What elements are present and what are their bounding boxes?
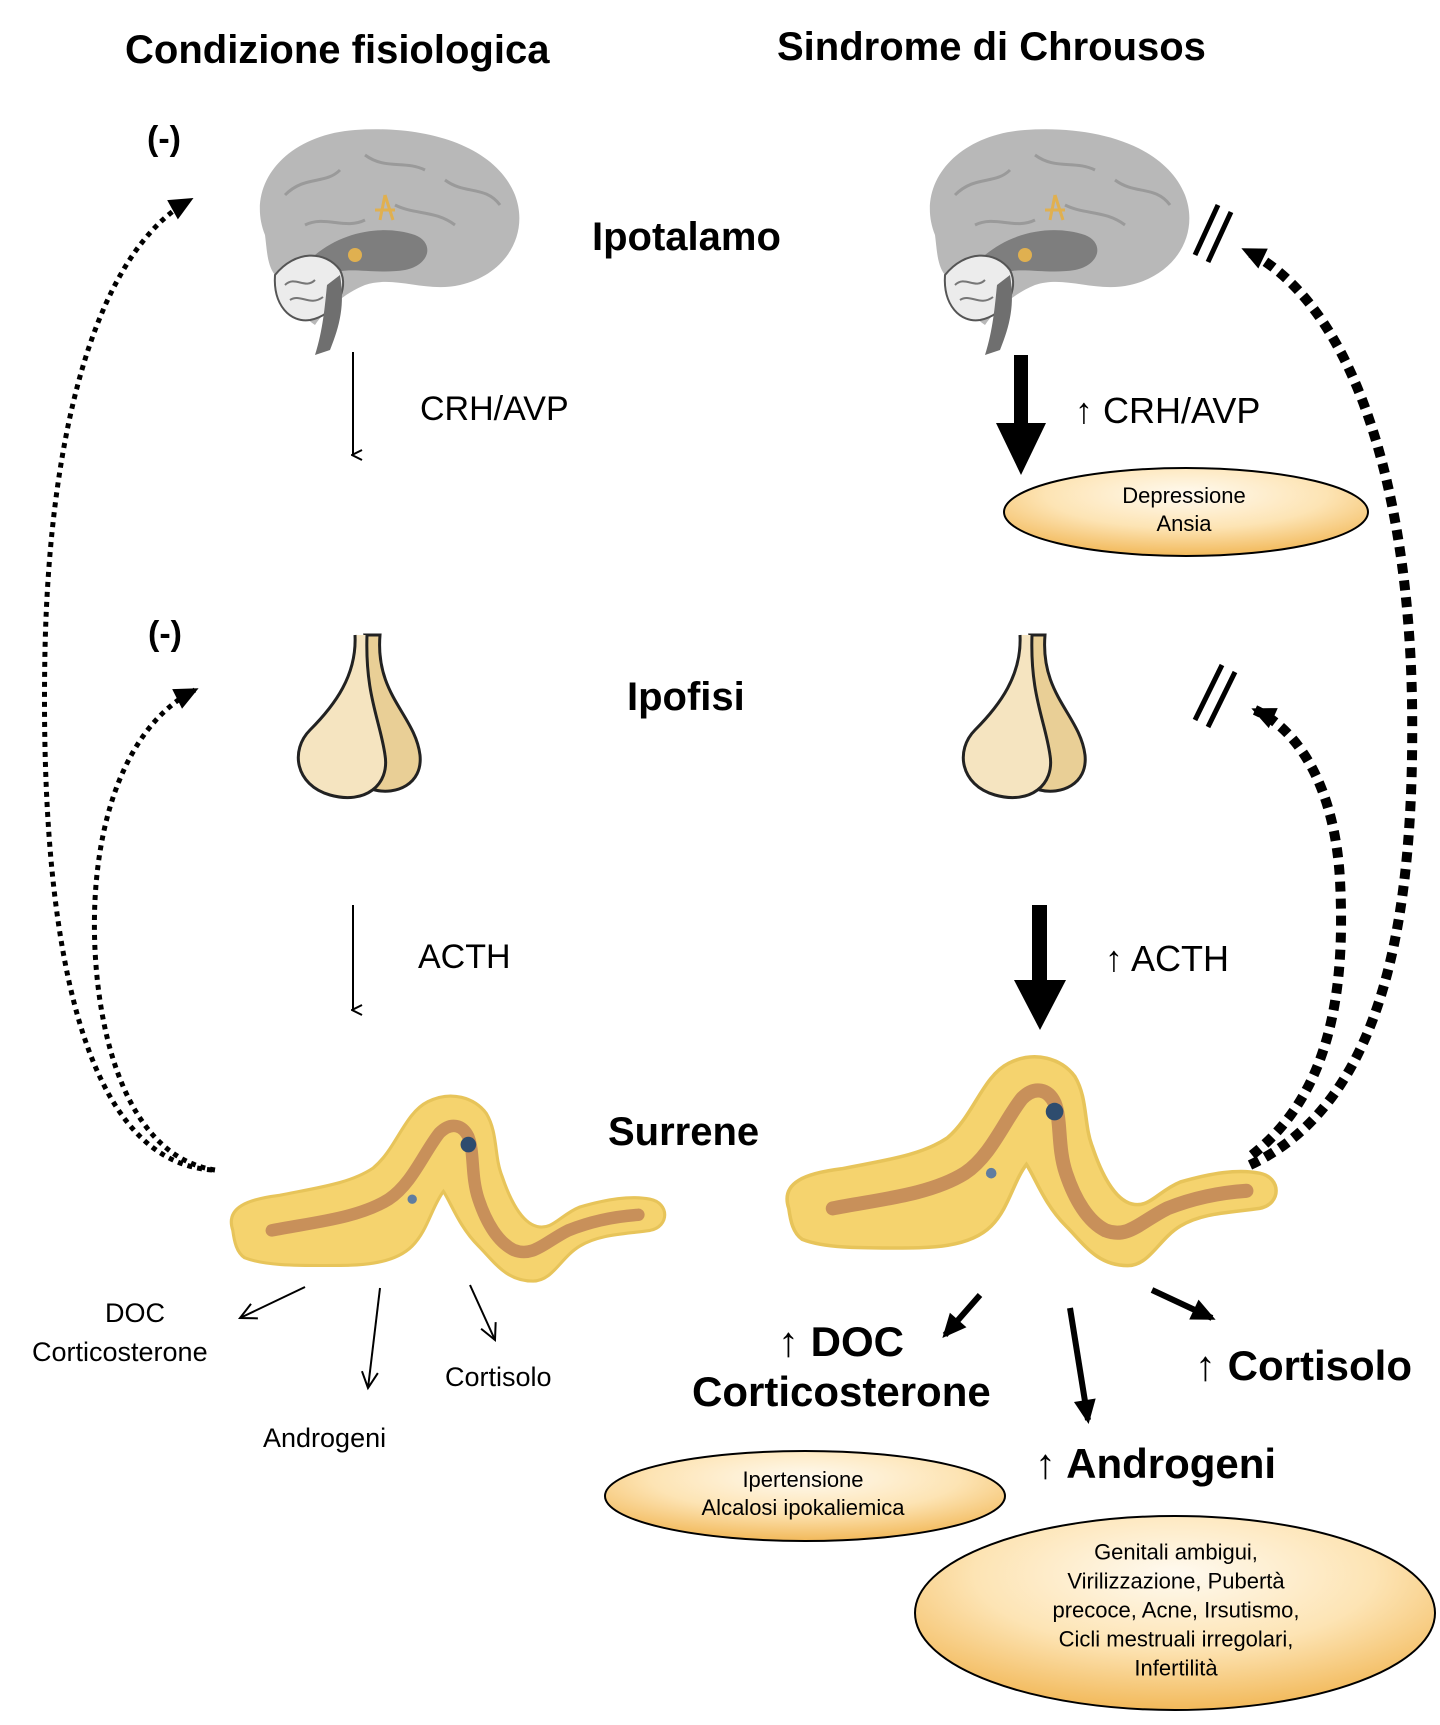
brain-icon-left <box>259 129 520 355</box>
adrenal-icon-left <box>229 1094 667 1283</box>
effect-ellipse-doc <box>604 1450 1006 1542</box>
effect-andro-line2: Virilizzazione, Pubertà <box>1067 1568 1285 1594</box>
block-mark-pituitary <box>1192 663 1238 729</box>
label-crh-left: CRH/AVP <box>420 390 569 428</box>
arrow-acth-right <box>1014 905 1066 1030</box>
arrow-androgens-right <box>1067 1307 1096 1424</box>
label-androgens-right: ↑ Androgeni <box>1035 1440 1277 1487</box>
feedback-arrow-adrenal-to-pituitary <box>91 687 216 1173</box>
pituitary-icon-left <box>296 633 422 800</box>
organ-label-hypothalamus: Ipotalamo <box>592 215 781 259</box>
label-doc-right-1: ↑ DOC <box>778 1318 904 1365</box>
arrow-doc-left <box>237 1286 306 1320</box>
feedback-arrow-right-to-pituitary <box>1248 705 1347 1159</box>
arrow-cortisol-right <box>1150 1287 1216 1321</box>
feedback-minus-top: (-) <box>147 120 181 158</box>
feedback-minus-mid: (-) <box>148 615 182 653</box>
adrenal-icon-right <box>785 1055 1278 1268</box>
effect-doc-line1: Ipertensione <box>742 1467 864 1492</box>
effect-andro-line3: precoce, Acne, Irsutismo, <box>1052 1597 1300 1623</box>
label-cortisol-left: Cortisolo <box>445 1362 552 1392</box>
label-crh-right: ↑ CRH/AVP <box>1075 390 1261 431</box>
effect-andro-line1: Genitali ambigui, <box>1094 1539 1258 1565</box>
title-left: Condizione fisiologica <box>125 28 550 72</box>
effect-ellipse-crh <box>1003 467 1369 557</box>
effect-crh-line1: Depressione <box>1122 483 1246 508</box>
organ-label-pituitary: Ipofisi <box>627 675 745 719</box>
label-doc-left-1: DOC <box>105 1298 165 1328</box>
pituitary-icon-right <box>961 633 1087 800</box>
feedback-arrow-adrenal-to-hypothalamus <box>42 197 213 1173</box>
label-cortisol-right: ↑ Cortisolo <box>1195 1342 1412 1389</box>
label-acth-left: ACTH <box>418 938 511 976</box>
effect-doc-line2: Alcalosi ipokaliemica <box>701 1495 905 1520</box>
effect-andro-line4: Cicli mestruali irregolari, <box>1058 1626 1294 1652</box>
label-doc-left-2: Corticosterone <box>32 1337 208 1367</box>
feedback-arrow-right-to-hypothalamus <box>1241 245 1418 1170</box>
label-doc-right-2: Corticosterone <box>692 1368 991 1415</box>
effect-text-crh: Depressione Ansia <box>1122 482 1246 538</box>
brain-icon-right <box>929 129 1190 355</box>
arrow-crh-right <box>996 355 1046 475</box>
arrow-doc-right <box>942 1293 983 1339</box>
organ-label-adrenal: Surrene <box>608 1110 760 1154</box>
effect-text-androgens: Genitali ambigui, Virilizzazione, Pubert… <box>1053 1538 1300 1683</box>
effect-andro-line5: Infertilità <box>1134 1655 1218 1681</box>
label-acth-right: ↑ ACTH <box>1105 938 1230 979</box>
block-mark-hypothalamus <box>1192 203 1234 264</box>
arrow-cortisol-left <box>469 1284 497 1343</box>
effect-ellipse-androgens <box>914 1515 1436 1711</box>
label-androgens-left: Androgeni <box>263 1423 387 1453</box>
title-right: Sindrome di Chrousos <box>777 25 1206 69</box>
effect-text-doc: Ipertensione Alcalosi ipokaliemica <box>702 1466 905 1522</box>
arrow-androgens-left <box>361 1287 381 1391</box>
effect-crh-line2: Ansia <box>1156 511 1212 536</box>
